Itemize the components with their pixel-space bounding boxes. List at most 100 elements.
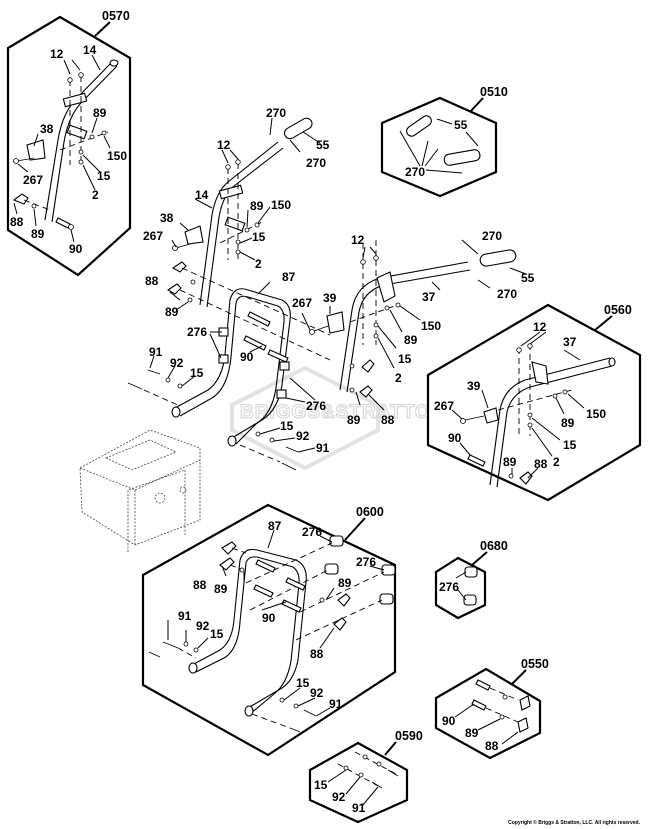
callout-90c: 90 — [262, 611, 276, 625]
callout-270b: 270 — [306, 156, 326, 170]
kit-0550[interactable]: 0550 90 89 88 — [434, 657, 549, 760]
kit-label-0570: 0570 — [102, 9, 130, 23]
callout-92e: 92 — [332, 790, 346, 804]
kit-0680[interactable]: 0680 276 — [434, 539, 508, 620]
callout-276d: 276 — [356, 555, 376, 569]
callout-88e: 88 — [310, 647, 324, 661]
kit-0560[interactable]: 0560 12 37 39 267 89 150 15 — [426, 303, 642, 502]
callout-14: 14 — [83, 43, 97, 57]
callout-270d: 270 — [497, 287, 517, 301]
callout-38a: 38 — [160, 211, 174, 225]
callout-89f: 89 — [503, 455, 517, 469]
callout-89: 89 — [93, 106, 107, 120]
callout-15g: 15 — [296, 676, 310, 690]
callout-12c: 12 — [533, 320, 547, 334]
callout-89h: 89 — [338, 576, 352, 590]
watermark-logo: BRIGGS&STRATTON — [230, 365, 445, 471]
kit-label-0560: 0560 — [604, 303, 632, 317]
callout-270: 270 — [405, 165, 425, 179]
callout-90d: 90 — [442, 714, 456, 728]
callout-276b: 276 — [306, 399, 326, 413]
callout-150a: 150 — [271, 198, 291, 212]
callout-55a: 55 — [316, 138, 330, 152]
callout-39a: 39 — [323, 291, 337, 305]
callout-92c: 92 — [196, 619, 210, 633]
callout-276a: 276 — [187, 325, 207, 339]
callout-276e: 276 — [439, 580, 459, 594]
kit-0600[interactable]: 0600 — [141, 503, 397, 757]
kit-0590[interactable]: 0590 15 92 91 — [308, 729, 423, 824]
callout-12b: 12 — [351, 233, 365, 247]
callout-150c: 150 — [586, 407, 606, 421]
callout-89g: 89 — [214, 582, 228, 596]
callout-87a: 87 — [282, 270, 296, 284]
callout-15a: 15 — [252, 230, 266, 244]
callout-150: 150 — [107, 149, 127, 163]
callout-267: 267 — [23, 173, 43, 187]
callout-88a: 88 — [145, 274, 159, 288]
kit-label-0590: 0590 — [395, 729, 423, 743]
kit-label-0680: 0680 — [480, 539, 508, 553]
callout-2: 2 — [92, 188, 99, 202]
callout-91c: 91 — [178, 609, 192, 623]
callout-15b: 15 — [398, 352, 412, 366]
callout-2c: 2 — [553, 455, 560, 469]
callout-90b: 90 — [448, 431, 462, 445]
upper-handle-right[interactable]: 270 12 37 55 270 39 267 150 89 15 2 — [292, 229, 535, 398]
callout-12a: 12 — [217, 138, 231, 152]
callout-88c: 88 — [534, 457, 548, 471]
callout-91b: 91 — [316, 441, 330, 455]
callout-267a: 267 — [143, 229, 163, 243]
callout-91d: 91 — [329, 697, 343, 711]
copyright-notice: Copyright © Briggs & Stratton, LLC. All … — [508, 820, 640, 826]
callout-89i: 89 — [465, 726, 479, 740]
callout-90: 90 — [69, 242, 83, 256]
callout-89b: 89 — [165, 305, 179, 319]
callout-15d: 15 — [280, 419, 294, 433]
callout-270a: 270 — [266, 106, 286, 120]
callout-276c: 276 — [302, 525, 322, 539]
kit-0510[interactable]: 0510 55 270 — [380, 85, 508, 198]
callout-89d: 89 — [347, 413, 361, 427]
callout-267b: 267 — [292, 296, 312, 310]
callout-270c: 270 — [482, 229, 502, 243]
callout-91a: 91 — [149, 345, 163, 359]
callout-2b: 2 — [395, 371, 402, 385]
callout-55: 55 — [454, 118, 468, 132]
callout-55b: 55 — [521, 271, 535, 285]
callout-37a: 37 — [422, 290, 436, 304]
callout-91e: 91 — [352, 801, 366, 815]
kit-0570[interactable]: 0570 1 — [6, 9, 132, 277]
callout-12: 12 — [50, 47, 64, 61]
callout-14a: 14 — [195, 188, 209, 202]
callout-150b: 150 — [421, 319, 441, 333]
callout-89e: 89 — [561, 416, 575, 430]
callout-90a: 90 — [240, 350, 254, 364]
callout-88f: 88 — [485, 739, 499, 753]
callout-92a: 92 — [170, 356, 184, 370]
callout-89a: 89 — [250, 199, 264, 213]
kit-label-0510: 0510 — [480, 85, 508, 99]
callout-92b: 92 — [296, 429, 310, 443]
callout-15h: 15 — [314, 778, 328, 792]
callout-15e: 15 — [563, 438, 577, 452]
callout-87b: 87 — [268, 519, 282, 533]
callout-89b: 89 — [31, 227, 45, 241]
kit-label-0600: 0600 — [356, 505, 384, 519]
lower-handle[interactable]: 87 276 90 91 92 15 276 88 89 89 88 15 92… — [127, 270, 395, 471]
callout-15f: 15 — [210, 627, 224, 641]
callout-89c: 89 — [404, 333, 418, 347]
callout-88: 88 — [10, 215, 24, 229]
callout-39b: 39 — [467, 379, 481, 393]
callout-37b: 37 — [563, 335, 577, 349]
callout-267c: 267 — [434, 399, 454, 413]
callout-88d: 88 — [193, 578, 207, 592]
callout-88b: 88 — [381, 413, 395, 427]
callout-15: 15 — [97, 169, 111, 183]
callout-2a: 2 — [255, 257, 262, 271]
callout-15c: 15 — [190, 366, 204, 380]
upper-handle-left[interactable]: 270 55 270 12 14 89 150 38 15 267 2 — [143, 106, 331, 361]
grip-icon — [406, 115, 481, 166]
